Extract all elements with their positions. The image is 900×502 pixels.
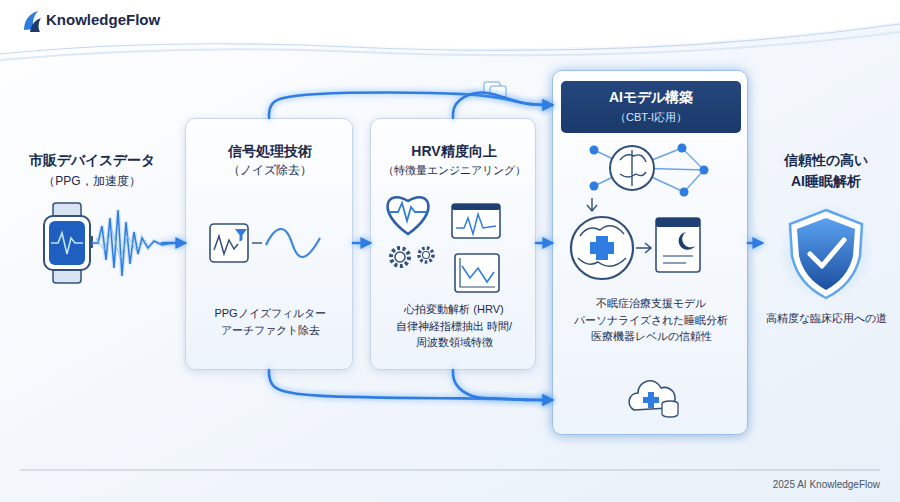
monitor-icon — [452, 204, 500, 238]
node-subtitle: （PPG，加速度） — [22, 172, 162, 190]
header-band: AIモデル構築（CBT-I応用） — [561, 81, 741, 133]
brand-logo-text: KnowledgeFlow — [46, 11, 246, 28]
process-arrow — [636, 243, 651, 253]
skip-arrow — [453, 370, 552, 400]
gear-icon — [391, 248, 433, 266]
raw-signal-wave — [92, 210, 172, 276]
node-body: PPGノイズフィルター アーチファクト除去 — [195, 305, 345, 338]
cloud-database-icon — [629, 381, 678, 417]
node-title: HRV精度向上 — [371, 141, 537, 162]
node-subtitle: （特徴量エンジニアリング） — [371, 162, 537, 179]
data-card-icon — [484, 82, 506, 97]
node-body: 不眠症治療支援モデル パーソナライズされた睡眠分析 医療機器レベルの信頼性 — [561, 295, 741, 345]
shield-icon — [778, 204, 874, 300]
header-curve — [0, 32, 900, 60]
sleep-report-icon — [656, 218, 700, 272]
header-swoosh — [0, 0, 900, 52]
result-block: 信頼性の高い AI睡眠解析高精度な臨床応用への道 — [762, 148, 890, 333]
flow-arrow — [536, 242, 552, 245]
model-box: 不眠症治療支援モデル パーソナライズされた睡眠分析 医療機器レベルの信頼性 AIモ… — [552, 70, 748, 435]
process-arrow — [252, 242, 262, 243]
header-curve — [0, 24, 900, 54]
node-title: AIモデル構築 — [561, 87, 741, 108]
node-title: 市販デバイスデータ — [22, 150, 162, 171]
flow-arrow — [162, 242, 185, 245]
skip-arrow — [269, 93, 552, 118]
smartwatch-icon — [44, 203, 93, 283]
chart-icon — [455, 254, 499, 292]
flow-arrow — [748, 242, 762, 245]
node-title: 信頼性の高い AI睡眠解析 — [776, 150, 876, 192]
neural-network-icon — [590, 144, 709, 197]
node-body: 心拍変動解析 (HRV) 自律神経指標抽出 時間/周波数領域特徴 — [379, 301, 529, 351]
footer-rule — [20, 470, 880, 471]
down-arrow — [587, 198, 597, 211]
noise-filter-icon — [210, 224, 248, 262]
skip-arrow — [453, 93, 552, 118]
node-caption: 高精度な臨床応用への道 — [762, 310, 890, 327]
heart-icon — [388, 197, 429, 234]
footer-credit: 2025 AI KnowledgeFlow — [680, 479, 880, 490]
source-block: 市販デバイスデータ（PPG，加速度） — [22, 148, 162, 283]
logo-icon — [24, 11, 41, 32]
skip-arrow — [269, 370, 552, 400]
process-box: HRV精度向上（特徴量エンジニアリング） 心拍変動解析 (HRV) 自律神経指標抽… — [370, 118, 536, 370]
node-subtitle: （ノイズ除去） — [186, 162, 354, 179]
process-box: 信号処理技術（ノイズ除去） PPGノイズフィルター アーチファクト除去 — [185, 118, 353, 370]
node-subtitle: （CBT-I応用） — [561, 109, 741, 126]
clean-signal-wave — [266, 229, 320, 257]
node-title: 信号処理技術 — [186, 141, 354, 162]
flow-arrow — [353, 242, 370, 245]
medical-brain-icon — [571, 217, 633, 279]
